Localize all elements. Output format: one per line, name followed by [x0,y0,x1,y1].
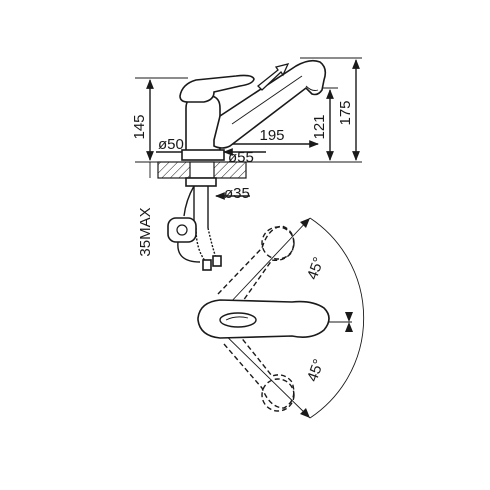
base-escutcheon [181,149,225,161]
spout-head-lower [261,378,295,412]
hose-fitting-right [212,255,222,267]
flexible-hose-right [207,227,217,259]
arc-arrow-top [300,218,310,228]
pullout-hose [183,185,195,217]
arc-arrow-mid-up [345,312,353,322]
dimension-label-121: 121 [311,114,328,139]
pull-out-spout [213,59,327,149]
dimension-label-d50: ø50 [158,136,184,153]
hose-fitting-left [202,259,212,271]
side-view: 145 121 175 195 ø50 ø55 [131,57,362,271]
hose-loop [177,241,201,263]
arc-arrow-mid-down [345,322,353,332]
spout-position-center [197,299,330,339]
arc-arrow-bottom [300,408,310,418]
faucet-body [185,95,221,159]
swivel-angle-arc [309,217,365,419]
dimension-label-175: 175 [337,100,354,125]
spout-position-upper [217,225,295,309]
spout-head-upper [261,226,295,260]
lever-handle [179,74,255,103]
angle-label-upper: 45° [304,255,328,282]
flexible-hose-left [195,227,207,263]
lever-slot-detail [225,316,249,321]
top-view: 45° 45° [197,217,365,419]
mounting-nut [185,177,217,187]
arrow-icon [257,63,290,91]
dimension-label-145: 145 [131,114,148,139]
spout-position-lower [223,335,295,409]
angle-label-lower: 45° [304,357,328,384]
spout-seam [231,75,303,125]
dimension-label-195: 195 [259,127,284,144]
dimension-label-35max: 35MAX [137,207,154,256]
lever-slot [219,312,257,328]
deck-hole [189,161,215,179]
dimension-label-d35: ø35 [224,185,250,202]
spout-outlet [305,85,319,91]
weight-clip [176,224,188,236]
